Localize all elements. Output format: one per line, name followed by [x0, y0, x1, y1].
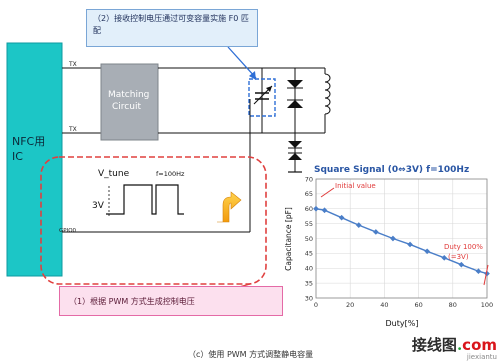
pin-label-tx1: TX	[68, 61, 77, 68]
site-watermark: 接线图.com jiexiantu	[412, 334, 497, 361]
watermark-logo-main: 接线图	[411, 336, 457, 354]
capacitance-chart: Square Signal (0⇔3V) f=100Hz 30 35 40 45 50 5…	[284, 165, 493, 328]
pin-label-gpio0: GPIO0	[59, 228, 77, 234]
capacitance-series-points	[313, 205, 490, 277]
bottom-callout: （1）根据 PWM 方式生成控制电压	[59, 286, 283, 316]
chart-data-point	[373, 229, 379, 235]
matching-circuit-label-line1: Matching	[108, 90, 149, 100]
chart-x-tick-label: 0	[314, 301, 318, 309]
annotation-initial-value: Initial value	[335, 182, 376, 190]
pwm-waveform	[106, 184, 184, 215]
duty-100-pointer	[483, 264, 489, 286]
chart-y-tick-label: 30	[305, 294, 313, 302]
chart-y-axis-label: Capacitance [pF]	[284, 207, 293, 271]
pwm-signal-label: V_tune	[98, 169, 130, 179]
top-callout-text: （2）接收控制电压通过可变容量实施 F0 匹配	[93, 14, 249, 35]
chart-y-tick-label: 65	[305, 190, 313, 198]
chart-title: Square Signal (0⇔3V) f=100Hz	[314, 165, 469, 175]
top-callout-pointer	[227, 46, 257, 79]
chart-data-point	[355, 222, 362, 228]
chart-x-tick-label: 20	[346, 301, 354, 309]
chart-y-tick-label: 55	[305, 220, 313, 228]
nfc-ic-label-line2: IC	[12, 150, 23, 163]
chart-data-point	[313, 205, 319, 212]
chart-data-point	[407, 241, 413, 248]
chart-data-point	[441, 255, 448, 261]
chart-x-ticks: 0 20 40 60 80 100	[314, 301, 493, 309]
chart-y-tick-label: 45	[305, 250, 313, 258]
nfc-ic-block	[6, 42, 63, 277]
pwm-voltage-label: 3V	[92, 201, 105, 211]
chart-y-tick-label: 60	[305, 205, 313, 213]
chart-y-ticks: 30 35 40 45 50 55 60 65 70	[305, 175, 313, 302]
variable-capacitor-highlight	[248, 78, 276, 117]
bottom-callout-text: （1）根据 PWM 方式生成控制电压	[69, 296, 195, 306]
varactor-diode-bottom-icon	[287, 100, 303, 108]
matching-circuit-block	[100, 63, 159, 141]
lower-diode-bottom-icon	[288, 153, 302, 160]
pwm-frequency-label: f=100Hz	[156, 170, 185, 178]
annotation-duty-100-line2: (=3V)	[448, 253, 469, 261]
figure-caption: （c）使用 PWM 方式调整静电容量	[188, 349, 313, 359]
chart-x-tick-label: 40	[380, 301, 388, 309]
watermark-site: jiexiantu	[466, 353, 497, 361]
chart-x-tick-label: 100	[481, 301, 493, 309]
chart-data-point	[458, 261, 465, 268]
chart-x-tick-label: 60	[414, 301, 422, 309]
chart-y-tick-label: 50	[305, 235, 313, 243]
chart-data-point	[338, 214, 345, 221]
lower-diode-top-icon	[288, 141, 302, 148]
matching-circuit-label-line2: Circuit	[112, 102, 141, 112]
chart-data-point	[390, 235, 396, 242]
chart-data-point	[424, 248, 430, 255]
inductor-coil-icon	[324, 73, 331, 115]
nfc-ic-label-line1: NFC用	[12, 135, 45, 148]
watermark-logo: 接线图.com	[412, 334, 497, 355]
top-callout-pointer-arrowhead-icon	[249, 71, 256, 80]
chart-data-point	[321, 207, 328, 214]
annotation-duty-100-line1: Duty 100%	[444, 243, 483, 251]
chart-y-tick-label: 70	[305, 175, 313, 183]
top-callout: （2）接收控制电压通过可变容量实施 F0 匹配	[86, 9, 258, 47]
chart-data-point	[475, 268, 482, 275]
chart-y-tick-label: 40	[305, 265, 313, 273]
varactor-diode-top-icon	[287, 80, 303, 88]
chart-x-tick-label: 80	[449, 301, 457, 309]
capacitance-series-line	[315, 208, 488, 275]
chart-grid	[315, 178, 488, 299]
control-voltage-up-arrow-icon	[217, 191, 242, 223]
pin-label-tx2: TX	[68, 126, 77, 133]
variable-capacitor-arrowhead-icon	[266, 86, 272, 92]
chart-y-tick-label: 35	[305, 279, 313, 287]
pwm-region-outline	[40, 156, 267, 285]
chart-x-axis-label: Duty[%]	[386, 319, 419, 328]
watermark-logo-dot: .	[456, 336, 463, 354]
watermark-logo-com: com	[462, 336, 497, 354]
chart-plot-area	[315, 178, 488, 299]
initial-value-pointer	[320, 187, 335, 198]
